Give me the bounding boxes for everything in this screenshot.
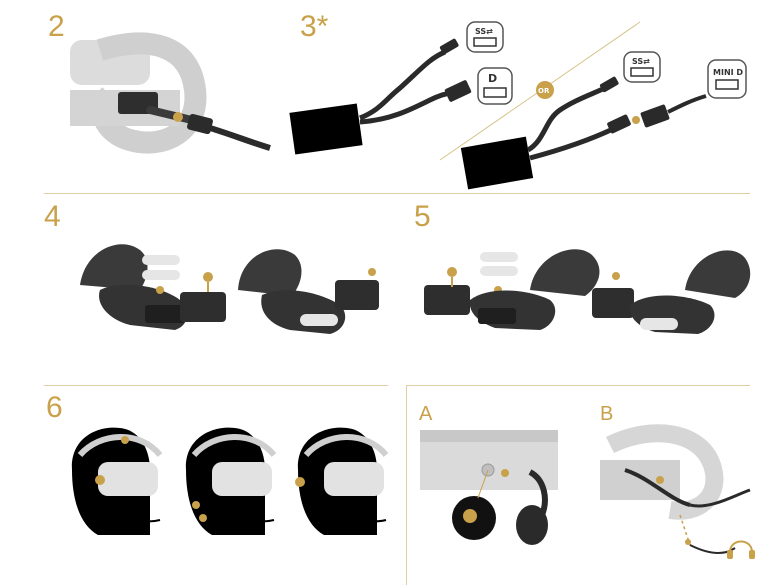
step4-controller-battery-illustration bbox=[80, 244, 379, 334]
substep-b-cable-illustration bbox=[600, 424, 755, 559]
usb-port-label-alt: SS⇄ bbox=[632, 57, 650, 66]
headphones-icon bbox=[727, 540, 755, 559]
step-number-6: 6 bbox=[46, 391, 63, 424]
step2-callout-dot bbox=[173, 112, 183, 122]
step-number-2: 2 bbox=[48, 10, 65, 43]
step2-headset-illustration bbox=[70, 32, 271, 154]
substep-a-headphone-illustration bbox=[420, 430, 558, 545]
mini-displayport-label: MINI D bbox=[713, 68, 743, 77]
step-number-5: 5 bbox=[414, 200, 431, 233]
divider-middle-left bbox=[44, 385, 388, 386]
divider-top bbox=[44, 193, 750, 194]
step5-controller-battery-illustration bbox=[424, 249, 751, 334]
displayport-label: D bbox=[488, 72, 497, 85]
divider-vertical bbox=[406, 385, 407, 585]
mini-displayport-icon bbox=[707, 59, 747, 99]
link-box-alt bbox=[460, 136, 534, 190]
usb-port-label: SS⇄ bbox=[475, 27, 493, 36]
step6-headset-fitting-illustration bbox=[71, 427, 389, 535]
step-number-3: 3* bbox=[300, 10, 329, 43]
step-number-4: 4 bbox=[44, 200, 61, 233]
step3-linkbox-illustration: SS⇄ D OR SS⇄ MINI D bbox=[289, 21, 747, 190]
or-badge bbox=[536, 81, 554, 99]
sub-step-label-b: B bbox=[600, 403, 614, 425]
or-badge-label: OR bbox=[538, 87, 550, 95]
link-box bbox=[289, 103, 363, 155]
divider-middle-right bbox=[406, 385, 750, 386]
sub-step-label-a: A bbox=[419, 403, 433, 425]
